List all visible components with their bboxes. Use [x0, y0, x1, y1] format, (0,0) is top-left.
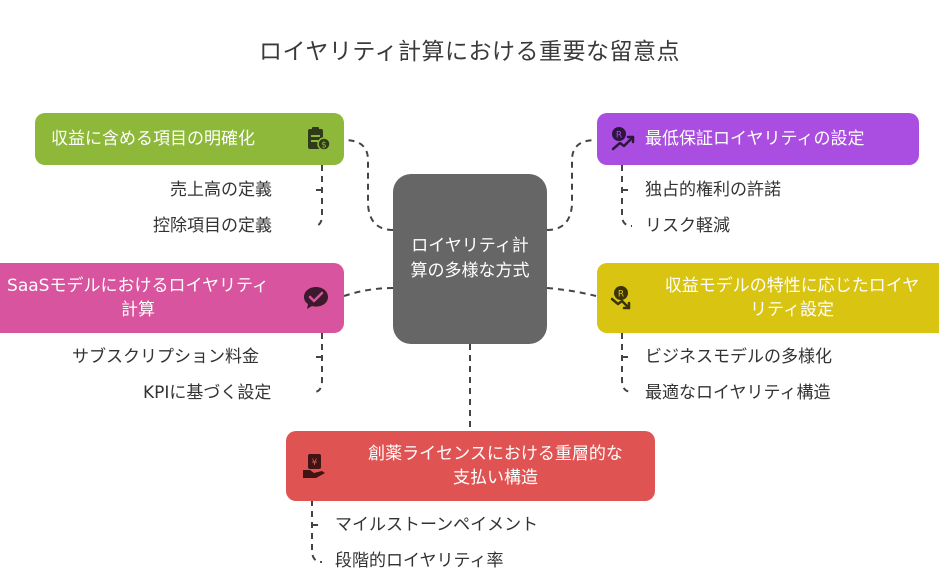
- node-revenue-model-label-line2: リティ設定: [750, 300, 834, 320]
- node-pharma-label-line2: 支払い構造: [452, 468, 538, 488]
- rupee-trend-up-icon: R: [609, 125, 637, 153]
- clipboard-dollar-icon: $: [304, 125, 332, 153]
- node-revenue-items-label: 収益に含める項目の明確化: [51, 129, 255, 149]
- diagram-title: ロイヤリティ計算における重要な留意点: [259, 39, 680, 65]
- svg-text:¥: ¥: [312, 458, 318, 468]
- node-pharma[interactable]: ¥ 創薬ライセンスにおける重層的な 支払い構造: [286, 431, 655, 501]
- link-revenue-model: [546, 287, 597, 297]
- node-revenue-model[interactable]: R 収益モデルの特性に応じたロイヤ リティ設定: [597, 263, 939, 333]
- check-bubble-icon: [302, 284, 330, 312]
- sub-milestone-payment: マイルストーンペイメント: [335, 515, 539, 535]
- sub-tiered-royalty-rate: 段階的ロイヤリティ率: [335, 551, 504, 571]
- link-revenue-items: [343, 139, 394, 231]
- sub-kpi-setting: KPIに基づく設定: [143, 383, 272, 403]
- sub-business-model-diversity: ビジネスモデルの多様化: [645, 347, 832, 367]
- link-revenue-items-subs: [313, 165, 323, 227]
- center-node[interactable]: ロイヤリティ計算の多様な方式: [393, 174, 547, 344]
- svg-text:$: $: [321, 141, 327, 151]
- node-minimum-label: 最低保証ロイヤリティの設定: [645, 129, 865, 149]
- sub-optimal-royalty-structure: 最適なロイヤリティ構造: [645, 383, 831, 403]
- sub-exclusive-rights: 独占的権利の許諾: [645, 180, 781, 200]
- sub-subscription-fee: サブスクリプション料金: [72, 347, 259, 367]
- node-saas[interactable]: SaaSモデルにおけるロイヤリティ 計算: [0, 263, 344, 333]
- node-saas-label-line2: 計算: [121, 300, 155, 320]
- link-minimum: [546, 139, 597, 231]
- link-saas: [343, 287, 394, 297]
- sub-sales-definition: 売上高の定義: [170, 180, 272, 200]
- node-pharma-label-line1: 創薬ライセンスにおける重層的な: [368, 444, 623, 464]
- svg-text:R: R: [618, 290, 624, 300]
- node-minimum[interactable]: R 最低保証ロイヤリティの設定: [597, 113, 919, 165]
- node-revenue-model-label-line1: 収益モデルの特性に応じたロイヤ: [664, 276, 920, 296]
- svg-text:R: R: [616, 131, 622, 141]
- center-node-label: ロイヤリティ計算の多様な方式: [410, 236, 530, 281]
- node-revenue-items[interactable]: 収益に含める項目の明確化 $: [35, 113, 344, 165]
- yen-hand-icon: ¥: [300, 452, 328, 480]
- node-saas-label-line1: SaaSモデルにおけるロイヤリティ: [7, 276, 269, 296]
- sub-deduction-definition: 控除項目の定義: [153, 216, 272, 236]
- sub-risk-reduction: リスク軽減: [645, 216, 730, 236]
- rupee-trend-down-icon: R: [609, 284, 637, 312]
